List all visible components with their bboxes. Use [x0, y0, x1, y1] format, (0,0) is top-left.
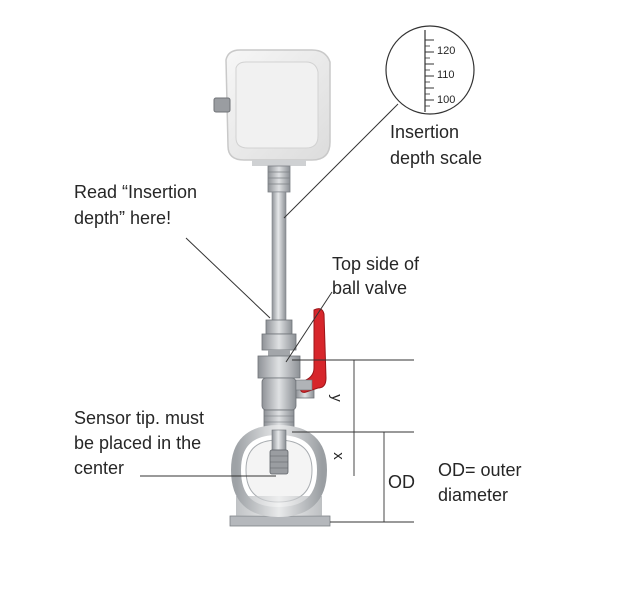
valve-handle — [295, 308, 327, 393]
read-depth-leader-line — [185, 237, 271, 319]
od-note-line2: diameter — [438, 485, 509, 505]
dimension-lines — [292, 359, 414, 523]
insertion-rod — [271, 191, 287, 323]
dimension-od-label: OD — [388, 472, 415, 492]
ball-valve-leader-line — [285, 291, 333, 363]
dimension-x-label: x — [329, 452, 347, 460]
scale-tick-100: 100 — [437, 94, 456, 106]
upper-fitting — [267, 165, 291, 193]
ball-valve-label-line1: Top side of — [332, 254, 420, 274]
dimension-y-label: y — [327, 394, 345, 402]
transmitter-housing — [213, 49, 331, 166]
scale-caption-line1: Insertion — [390, 122, 460, 142]
scale-caption-line2: depth scale — [390, 148, 483, 168]
sensor-label-line3: center — [74, 458, 125, 478]
ball-valve-label-line2: ball valve — [332, 278, 408, 298]
read-depth-label-line2: depth” here! — [74, 208, 172, 228]
scale-tick-120: 120 — [437, 45, 456, 57]
sensor-tip — [269, 429, 289, 475]
scale-tick-110: 110 — [437, 69, 455, 81]
depth-scale-magnifier — [385, 25, 475, 115]
sensor-label-line1: Sensor tip. must — [74, 408, 205, 428]
scale-leader-line — [283, 103, 399, 219]
read-depth-label-line1: Read “Insertion — [74, 182, 198, 202]
compression-fitting — [261, 319, 297, 356]
sensor-label-line2: be placed in the — [74, 433, 202, 453]
od-note-line1: OD= outer — [438, 460, 522, 480]
ball-valve — [257, 355, 315, 431]
